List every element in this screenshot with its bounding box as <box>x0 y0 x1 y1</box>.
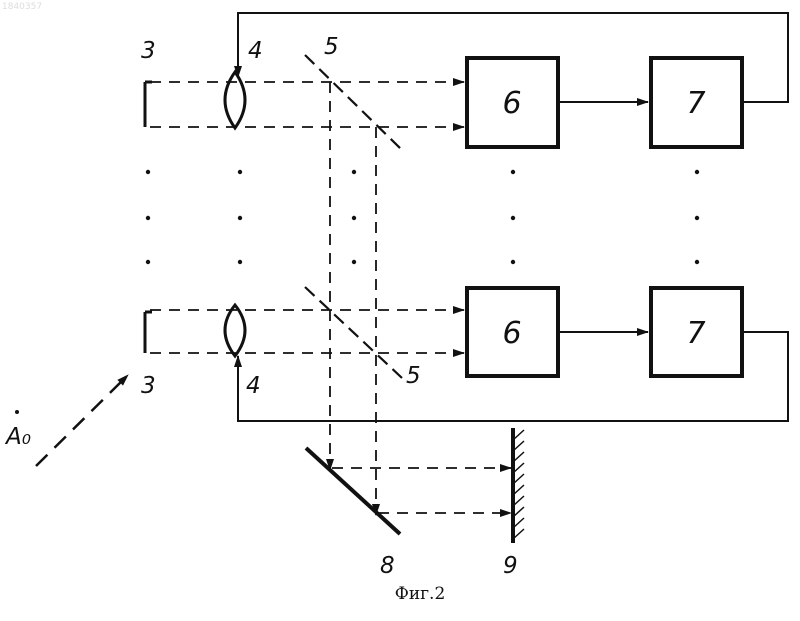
label-3-top: 3 <box>141 38 156 64</box>
block-7-bottom-label: 7 <box>686 316 705 351</box>
point-a0-dot <box>15 410 19 414</box>
label-9: 9 <box>503 553 518 579</box>
lens-bottom <box>225 305 245 356</box>
vertical-beams <box>330 82 376 515</box>
beam-lines-bottom <box>150 310 464 353</box>
beam-lines-top <box>150 82 464 127</box>
corner-number: 1840357 <box>2 2 42 12</box>
block-6-top-label: 6 <box>502 86 521 121</box>
beam-splitter-bottom <box>305 287 402 378</box>
label-3-bottom: 3 <box>141 373 156 399</box>
source-bottom <box>145 312 152 353</box>
incoming-direction-dashed <box>36 375 128 466</box>
label-4-bottom: 4 <box>246 373 261 399</box>
label-5-bottom: 5 <box>406 363 421 389</box>
block-7-top-label: 7 <box>686 86 705 121</box>
label-8: 8 <box>380 553 395 579</box>
block-6-bottom-label: 6 <box>502 316 521 351</box>
source-top <box>145 82 152 127</box>
beam-splitter-top <box>305 55 402 150</box>
lens-top <box>225 72 245 128</box>
screen <box>513 428 524 543</box>
label-4-top: 4 <box>248 38 263 64</box>
label-5-top: 5 <box>324 34 339 60</box>
mirror <box>306 448 400 534</box>
figure-caption: Фиг.2 <box>395 584 446 604</box>
label-a0: A₀ <box>4 424 31 450</box>
mirror-beams <box>332 468 511 513</box>
continuation-dots <box>146 170 699 264</box>
